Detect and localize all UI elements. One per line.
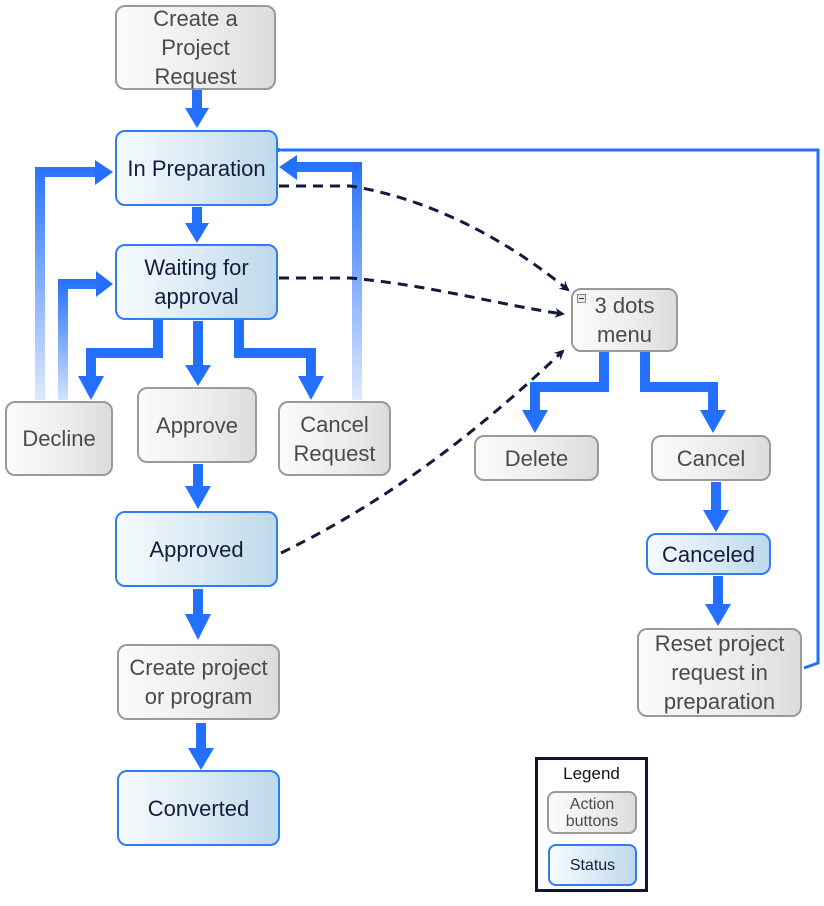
edge-approve-to-approved	[185, 464, 211, 509]
legend-item-action-buttons: Action buttons	[547, 791, 637, 834]
edge-decline-to-inpreparation	[35, 160, 113, 400]
edge-approved-to-menu	[280, 349, 565, 555]
node-reset-project-request[interactable]: Reset project request in preparation	[637, 628, 802, 717]
node-delete[interactable]: Delete	[474, 435, 599, 481]
edge-approved-to-create-project	[185, 589, 211, 640]
node-label: Reset project request in preparation	[654, 631, 785, 714]
node-canceled[interactable]: Canceled	[646, 533, 771, 575]
node-label: Approved	[149, 536, 244, 562]
legend: Legend Action buttons Status	[535, 757, 648, 892]
edge-cancel-request-to-inpreparation	[279, 155, 362, 400]
node-label: In Preparation	[127, 155, 266, 181]
edge-inpreparation-to-menu	[279, 184, 570, 292]
edge-reset-to-inpreparation	[269, 143, 820, 670]
edge-menu-to-cancel	[640, 352, 726, 433]
node-label: Cancel Request	[293, 411, 376, 466]
node-converted[interactable]: Converted	[117, 770, 280, 846]
legend-label: Status	[569, 856, 616, 874]
node-label: Create a Project Request	[153, 6, 238, 89]
node-3-dots-menu[interactable]: 3 dots menu	[571, 288, 678, 352]
node-label: Cancel	[676, 445, 746, 471]
collapse-toggle-icon[interactable]	[577, 294, 586, 303]
edge-canceled-to-reset	[705, 576, 731, 626]
node-label: Decline	[22, 426, 96, 451]
node-label: 3 dots menu	[594, 293, 655, 347]
edge-inpreparation-to-waiting	[185, 207, 209, 243]
edge-decline-to-waiting	[58, 271, 113, 400]
node-create-project-request[interactable]: Create a Project Request	[115, 5, 276, 90]
node-cancel-request[interactable]: Cancel Request	[278, 401, 391, 476]
edge-waiting-to-cancel-request	[234, 320, 324, 400]
node-approved[interactable]: Approved	[115, 511, 278, 587]
edge-waiting-to-decline	[78, 320, 163, 400]
node-label: Waiting for approval	[144, 255, 249, 309]
node-label: Canceled	[662, 541, 755, 567]
legend-title: Legend	[563, 764, 620, 783]
edge-menu-to-delete	[522, 352, 609, 433]
node-approve[interactable]: Approve	[137, 387, 257, 463]
node-decline[interactable]: Decline	[5, 401, 113, 476]
node-label: Converted	[147, 795, 250, 821]
edge-waiting-to-approve	[185, 321, 211, 386]
node-label: Delete	[504, 445, 569, 471]
node-create-project-or-program[interactable]: Create project or program	[117, 644, 280, 720]
node-waiting-for-approval[interactable]: Waiting for approval	[115, 244, 278, 320]
edge-cancel-to-canceled	[703, 482, 729, 532]
legend-label: Action buttons	[565, 795, 619, 830]
node-in-preparation[interactable]: In Preparation	[115, 130, 278, 206]
edge-create-project-to-converted	[188, 723, 214, 770]
edge-create-to-inpreparation	[185, 90, 209, 128]
node-label: Create project or program	[129, 655, 268, 709]
legend-item-status: Status	[548, 844, 637, 886]
edge-waiting-to-menu	[279, 276, 565, 318]
node-cancel[interactable]: Cancel	[651, 435, 771, 481]
node-label: Approve	[156, 412, 238, 438]
